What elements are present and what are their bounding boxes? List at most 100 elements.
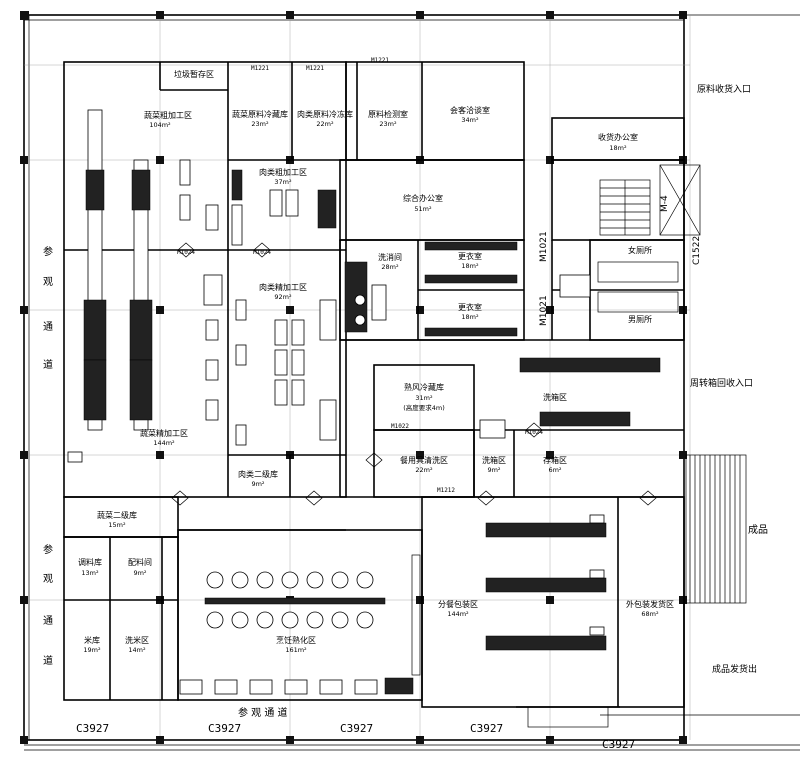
label-meat-second: 肉类二级库	[238, 469, 278, 479]
label-general-office: 综合办公室	[403, 193, 443, 203]
area-veg-fine: 144m²	[153, 439, 175, 447]
label-rice: 米库	[84, 635, 100, 645]
visit-left2-4: 道	[43, 654, 53, 667]
area-packing: 144m²	[447, 610, 469, 618]
visit-left-2: 观	[43, 276, 53, 288]
label-meeting: 会客洽谈室	[450, 105, 490, 115]
note-ready-storage: (高度要求4m)	[403, 403, 445, 412]
label-ingredient: 配料间	[128, 557, 152, 567]
label-veg-freezer: 蔬菜原料冷藏库	[232, 109, 288, 119]
label-meat-freezer: 肉类原料冷冻库	[297, 109, 353, 119]
columns	[20, 11, 687, 744]
label-receiving-office: 收货办公室	[598, 132, 638, 142]
label-waste-storage: 垃圾暂存区	[174, 69, 214, 79]
visit-left2-1: 参	[43, 543, 53, 556]
visit-left-4: 道	[43, 358, 53, 371]
door-markers	[171, 242, 657, 506]
area-cooking: 161m²	[285, 646, 307, 654]
area-meeting: 34m²	[461, 116, 479, 124]
label-washroom: 洗消间	[378, 252, 402, 262]
label-packing: 分餐包装区	[438, 599, 478, 609]
area-ingredient: 9m²	[133, 569, 146, 577]
label-veg-second: 蔬菜二级库	[97, 510, 137, 520]
label-seasoning: 调料库	[78, 557, 102, 567]
label-men-wc: 男厕所	[628, 314, 652, 324]
label-veg-rough: 蔬菜粗加工区	[144, 110, 192, 120]
label-wash2: 洗箱区	[482, 455, 506, 465]
code-m4: M-4	[660, 195, 670, 212]
tag-door-5: M1024	[177, 249, 195, 256]
label-outer-pack: 外包装发货区	[626, 599, 674, 609]
area-meat-fine: 92m²	[274, 293, 292, 301]
visit-bottom: 参 观 通 道	[238, 706, 288, 719]
area-rice-wash: 14m²	[128, 646, 146, 654]
label-rice-wash: 洗米区	[125, 635, 149, 645]
area-rice: 19m²	[83, 646, 101, 654]
area-meat-rough: 37m²	[274, 178, 292, 186]
tag-door-7: M1212	[437, 487, 455, 494]
label-change1: 更衣室	[458, 251, 482, 261]
visit-left2-2: 观	[43, 573, 53, 585]
label-raw-test: 原料检测室	[368, 109, 408, 119]
area-general-office: 51m²	[414, 205, 432, 213]
stair	[599, 164, 701, 236]
veg-processing-lines	[67, 109, 219, 463]
label-box-return: 周转箱回收入口	[690, 377, 753, 389]
area-raw-test: 23m²	[379, 120, 397, 128]
code-c3927-2: C3927	[208, 722, 241, 735]
code-c1522: C1522	[692, 236, 702, 265]
tag-door-6: M1022	[391, 423, 409, 430]
product-dock	[685, 454, 747, 604]
label-raw-entrance: 原料收货入口	[697, 83, 751, 95]
outer-frame	[23, 14, 800, 751]
meat-processing-equipment	[203, 169, 337, 446]
area-veg-rough: 104m²	[149, 121, 171, 129]
code-c3927-1: C3927	[76, 722, 109, 735]
packing-lines	[485, 514, 609, 728]
area-change2: 18m²	[461, 313, 479, 321]
area-veg-freezer: 23m²	[251, 120, 269, 128]
area-tool-wash: 22m²	[415, 466, 433, 474]
label-meat-rough: 肉类粗加工区	[259, 167, 307, 177]
code-c3927-5: C3927	[602, 738, 635, 751]
area-veg-second: 15m²	[108, 521, 126, 529]
label-storage-area: 存箱区	[543, 455, 567, 465]
area-ready-storage: 31m²	[415, 394, 433, 402]
code-m1021a: M1021	[539, 231, 549, 262]
area-change1: 18m²	[461, 262, 479, 270]
label-ready-storage: 熟风冷藏库	[404, 382, 444, 392]
side-labels: 原料收货入口 周转箱回收入口 成品 成品发货出 参 观 通 道 参 观 通 道 …	[43, 83, 768, 719]
area-meat-freezer: 22m²	[316, 120, 334, 128]
toilet-fixtures	[559, 261, 679, 313]
tag-door-4: M1024	[253, 249, 271, 256]
label-veg-fine: 蔬菜精加工区	[140, 428, 188, 438]
washroom-equipment	[344, 241, 518, 337]
code-c3927-3: C3927	[340, 722, 373, 735]
wash-machines	[479, 357, 661, 439]
label-wash-area: 洗箱区	[543, 392, 567, 402]
label-cooking: 烹饪熟化区	[276, 635, 316, 645]
code-m1021b: M1021	[539, 295, 549, 326]
area-seasoning: 13m²	[81, 569, 99, 577]
dimension-codes: C3927 C3927 C3927 C3927 C3927 M-4 C1522 …	[76, 57, 702, 751]
area-washroom: 28m²	[381, 263, 399, 271]
visit-left2-3: 通	[43, 615, 53, 627]
label-product-ship: 成品发货出	[712, 663, 757, 675]
visit-left-1: 参	[43, 245, 53, 258]
tag-door-3: M1221	[371, 57, 389, 64]
code-c3927-4: C3927	[470, 722, 503, 735]
room-labels: 垃圾暂存区 蔬菜粗加工区 104m² 蔬菜原料冷藏库 23m² 肉类原料冷冻库 …	[78, 69, 674, 654]
area-outer-pack: 68m²	[641, 610, 659, 618]
label-women-wc: 女厕所	[628, 245, 652, 255]
label-tool-wash: 餐用具清洗区	[400, 455, 448, 465]
label-meat-fine: 肉类精加工区	[259, 282, 307, 292]
area-meat-second: 9m²	[251, 480, 264, 488]
cooking-equipment	[179, 554, 421, 695]
tag-door-2: M1221	[306, 65, 324, 72]
area-wash2: 9m²	[487, 466, 500, 474]
label-change2: 更衣室	[458, 302, 482, 312]
visit-left-3: 通	[43, 321, 53, 333]
area-storage-area: 6m²	[548, 466, 561, 474]
area-receiving-office: 18m²	[609, 144, 627, 152]
